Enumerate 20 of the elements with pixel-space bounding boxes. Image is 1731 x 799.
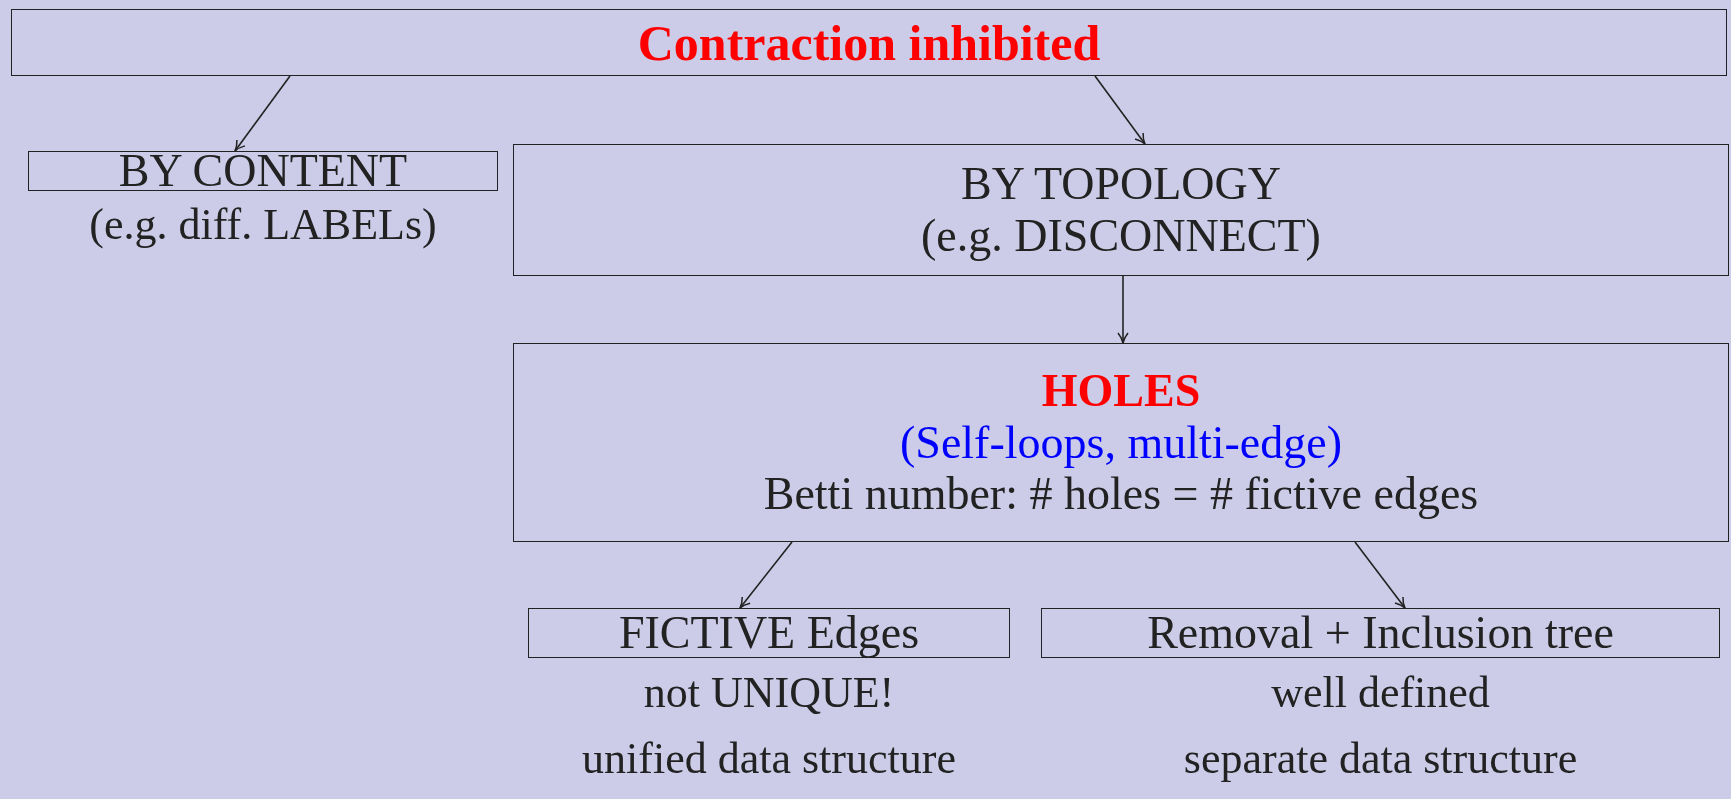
- process-box: [1041, 608, 1720, 658]
- process-box: [513, 144, 1729, 276]
- box-text: (Self-loops, multi-edge): [900, 416, 1342, 469]
- note-text: unified data structure: [581, 733, 957, 785]
- note-text: (e.g. diff. LABELs): [88, 199, 438, 251]
- note-text: not UNIQUE!: [642, 667, 896, 719]
- title-text: Contraction inhibited: [637, 14, 1101, 71]
- box-heading: HOLES: [1041, 365, 1201, 417]
- box-text: Betti number: # holes = # fictive edges: [763, 468, 1479, 520]
- process-box: [28, 151, 498, 191]
- box-heading: FICTIVE Edges: [618, 607, 920, 659]
- box-heading: BY CONTENT: [118, 145, 408, 197]
- box-heading: Removal + Inclusion tree: [1147, 607, 1614, 659]
- note-text: separate data structure: [1182, 733, 1579, 785]
- box-heading: BY TOPOLOGY: [961, 158, 1281, 210]
- process-box: [513, 343, 1729, 542]
- box-text: (e.g. DISCONNECT): [921, 210, 1321, 262]
- note-text: well defined: [1270, 667, 1491, 719]
- title-box: [11, 9, 1727, 76]
- process-box: [528, 608, 1010, 658]
